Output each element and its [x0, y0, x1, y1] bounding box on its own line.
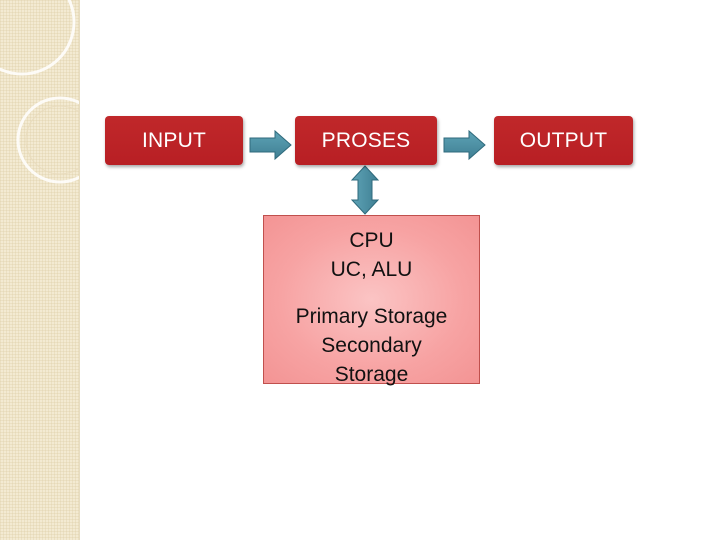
arrow-input-to-proses: [249, 129, 292, 161]
decorative-side-strip: [0, 0, 80, 540]
proses-box: PROSES: [295, 116, 437, 165]
secondary-line: Secondary: [321, 334, 422, 357]
cpu-line: CPU: [349, 229, 394, 252]
cpu-spacer: [264, 284, 479, 302]
storage-line: Storage: [334, 363, 409, 386]
output-box: OUTPUT: [494, 116, 633, 165]
primary-storage-line: Primary Storage: [295, 305, 448, 328]
output-label: OUTPUT: [519, 128, 608, 152]
arrow-proses-cpu-bidirectional: [350, 165, 380, 215]
input-label: INPUT: [142, 128, 206, 152]
decorative-circles: [0, 0, 79, 184]
cpu-box: CPU UC, ALU Primary Storage Secondary St…: [263, 215, 480, 386]
input-box: INPUT: [105, 116, 243, 165]
proses-label: PROSES: [321, 128, 411, 152]
arrow-proses-to-output: [443, 129, 486, 161]
cpu-units-line: UC, ALU: [330, 258, 413, 281]
